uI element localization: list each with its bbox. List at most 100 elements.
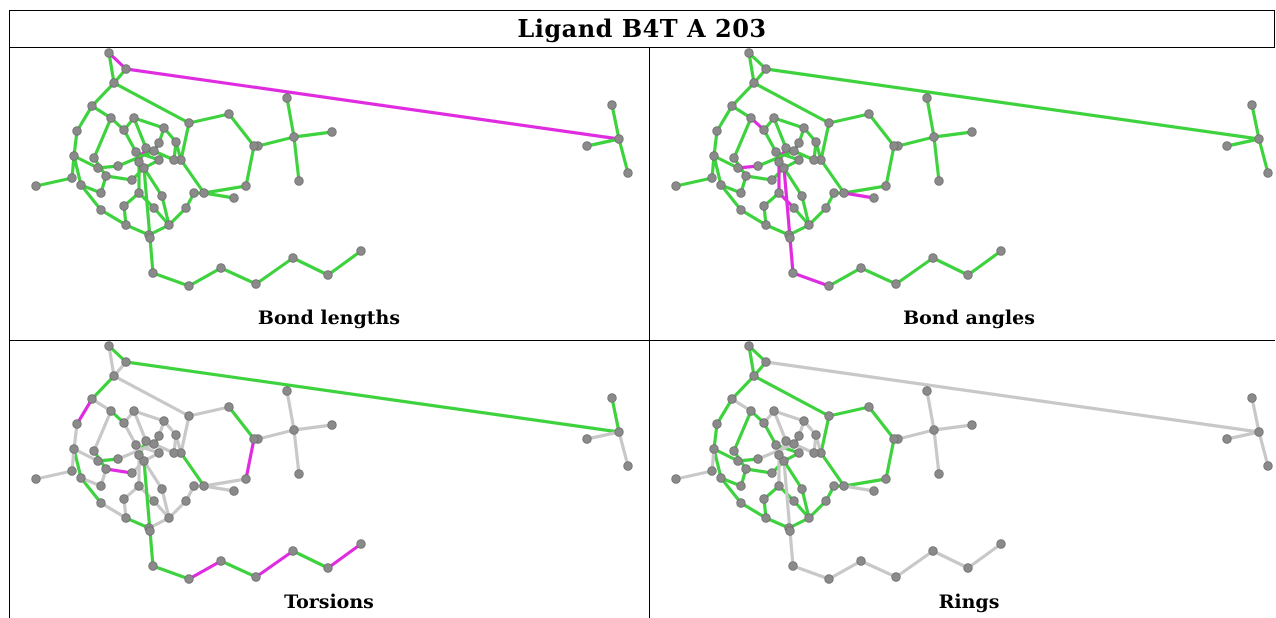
atom — [199, 188, 209, 198]
bond — [227, 112, 256, 148]
atom — [129, 406, 139, 416]
molecule-bond-lengths — [31, 48, 633, 291]
bond — [124, 360, 621, 434]
bond — [90, 374, 116, 401]
atom — [171, 430, 181, 440]
atom — [289, 132, 299, 142]
bond — [132, 409, 148, 443]
bond — [79, 476, 103, 505]
bond — [292, 423, 334, 432]
atom — [104, 48, 114, 58]
atom — [76, 180, 86, 190]
bond — [1257, 430, 1270, 468]
atom — [1263, 168, 1273, 178]
atom — [774, 157, 784, 167]
atom — [106, 406, 116, 416]
bond — [827, 559, 863, 581]
bond — [112, 81, 191, 125]
bond — [285, 96, 296, 139]
atom — [889, 434, 899, 444]
bond — [867, 112, 896, 148]
atom — [759, 201, 769, 211]
bond — [179, 121, 191, 162]
molecule-rings — [671, 341, 1273, 584]
atom — [733, 163, 743, 173]
atom — [741, 171, 751, 181]
atom — [785, 233, 795, 243]
bond — [179, 414, 191, 455]
atom — [829, 188, 839, 198]
bond — [925, 389, 936, 432]
atom — [736, 481, 746, 491]
atom — [121, 513, 131, 523]
bond — [782, 459, 792, 533]
atom — [72, 419, 82, 429]
bond — [730, 81, 756, 108]
bond — [884, 437, 896, 481]
bond — [719, 476, 743, 505]
atom — [741, 464, 751, 474]
atom — [96, 498, 106, 508]
bond — [1225, 430, 1261, 441]
bond — [800, 194, 811, 227]
atom — [781, 143, 791, 153]
bond — [179, 451, 206, 488]
atom — [727, 394, 737, 404]
bond — [739, 208, 768, 227]
bond — [585, 430, 621, 441]
atom — [767, 468, 777, 478]
atom — [154, 448, 164, 458]
atom — [864, 402, 874, 412]
bond — [142, 459, 164, 491]
atom — [131, 440, 141, 450]
bond — [1250, 396, 1261, 434]
atom — [789, 496, 799, 506]
bond — [747, 344, 756, 378]
bond — [788, 236, 795, 275]
atom — [891, 572, 901, 582]
atom — [121, 220, 131, 230]
atom — [134, 450, 144, 460]
atom — [69, 151, 79, 161]
atom — [1222, 141, 1232, 151]
bond — [819, 158, 846, 195]
atom — [106, 113, 116, 123]
atom — [224, 109, 234, 119]
atom — [671, 181, 681, 191]
bond — [254, 256, 295, 286]
atom — [769, 406, 779, 416]
bond — [617, 137, 630, 175]
atom — [789, 439, 799, 449]
atom — [746, 406, 756, 416]
bond — [896, 135, 936, 148]
atom — [154, 431, 164, 441]
atom — [607, 393, 617, 403]
atom — [121, 64, 131, 74]
atom — [804, 220, 814, 230]
bond — [827, 266, 863, 288]
bond — [151, 564, 191, 581]
atom — [744, 48, 754, 58]
atom — [131, 147, 141, 157]
atom — [294, 176, 304, 186]
bond — [842, 191, 876, 200]
bond — [1257, 137, 1270, 175]
atom — [623, 461, 633, 471]
atom — [736, 498, 746, 508]
bond — [966, 542, 1003, 570]
atom — [712, 126, 722, 136]
bond — [187, 112, 231, 125]
atom — [96, 205, 106, 215]
bond — [219, 266, 258, 286]
atom — [164, 220, 174, 230]
table-divider-title — [9, 47, 1275, 48]
atom — [794, 448, 804, 458]
bond — [896, 428, 936, 441]
atom — [72, 126, 82, 136]
atom — [159, 416, 169, 426]
atom — [788, 268, 798, 278]
bond — [791, 271, 831, 288]
bond — [842, 484, 876, 493]
bond — [827, 112, 871, 125]
table-border-left — [9, 10, 10, 618]
